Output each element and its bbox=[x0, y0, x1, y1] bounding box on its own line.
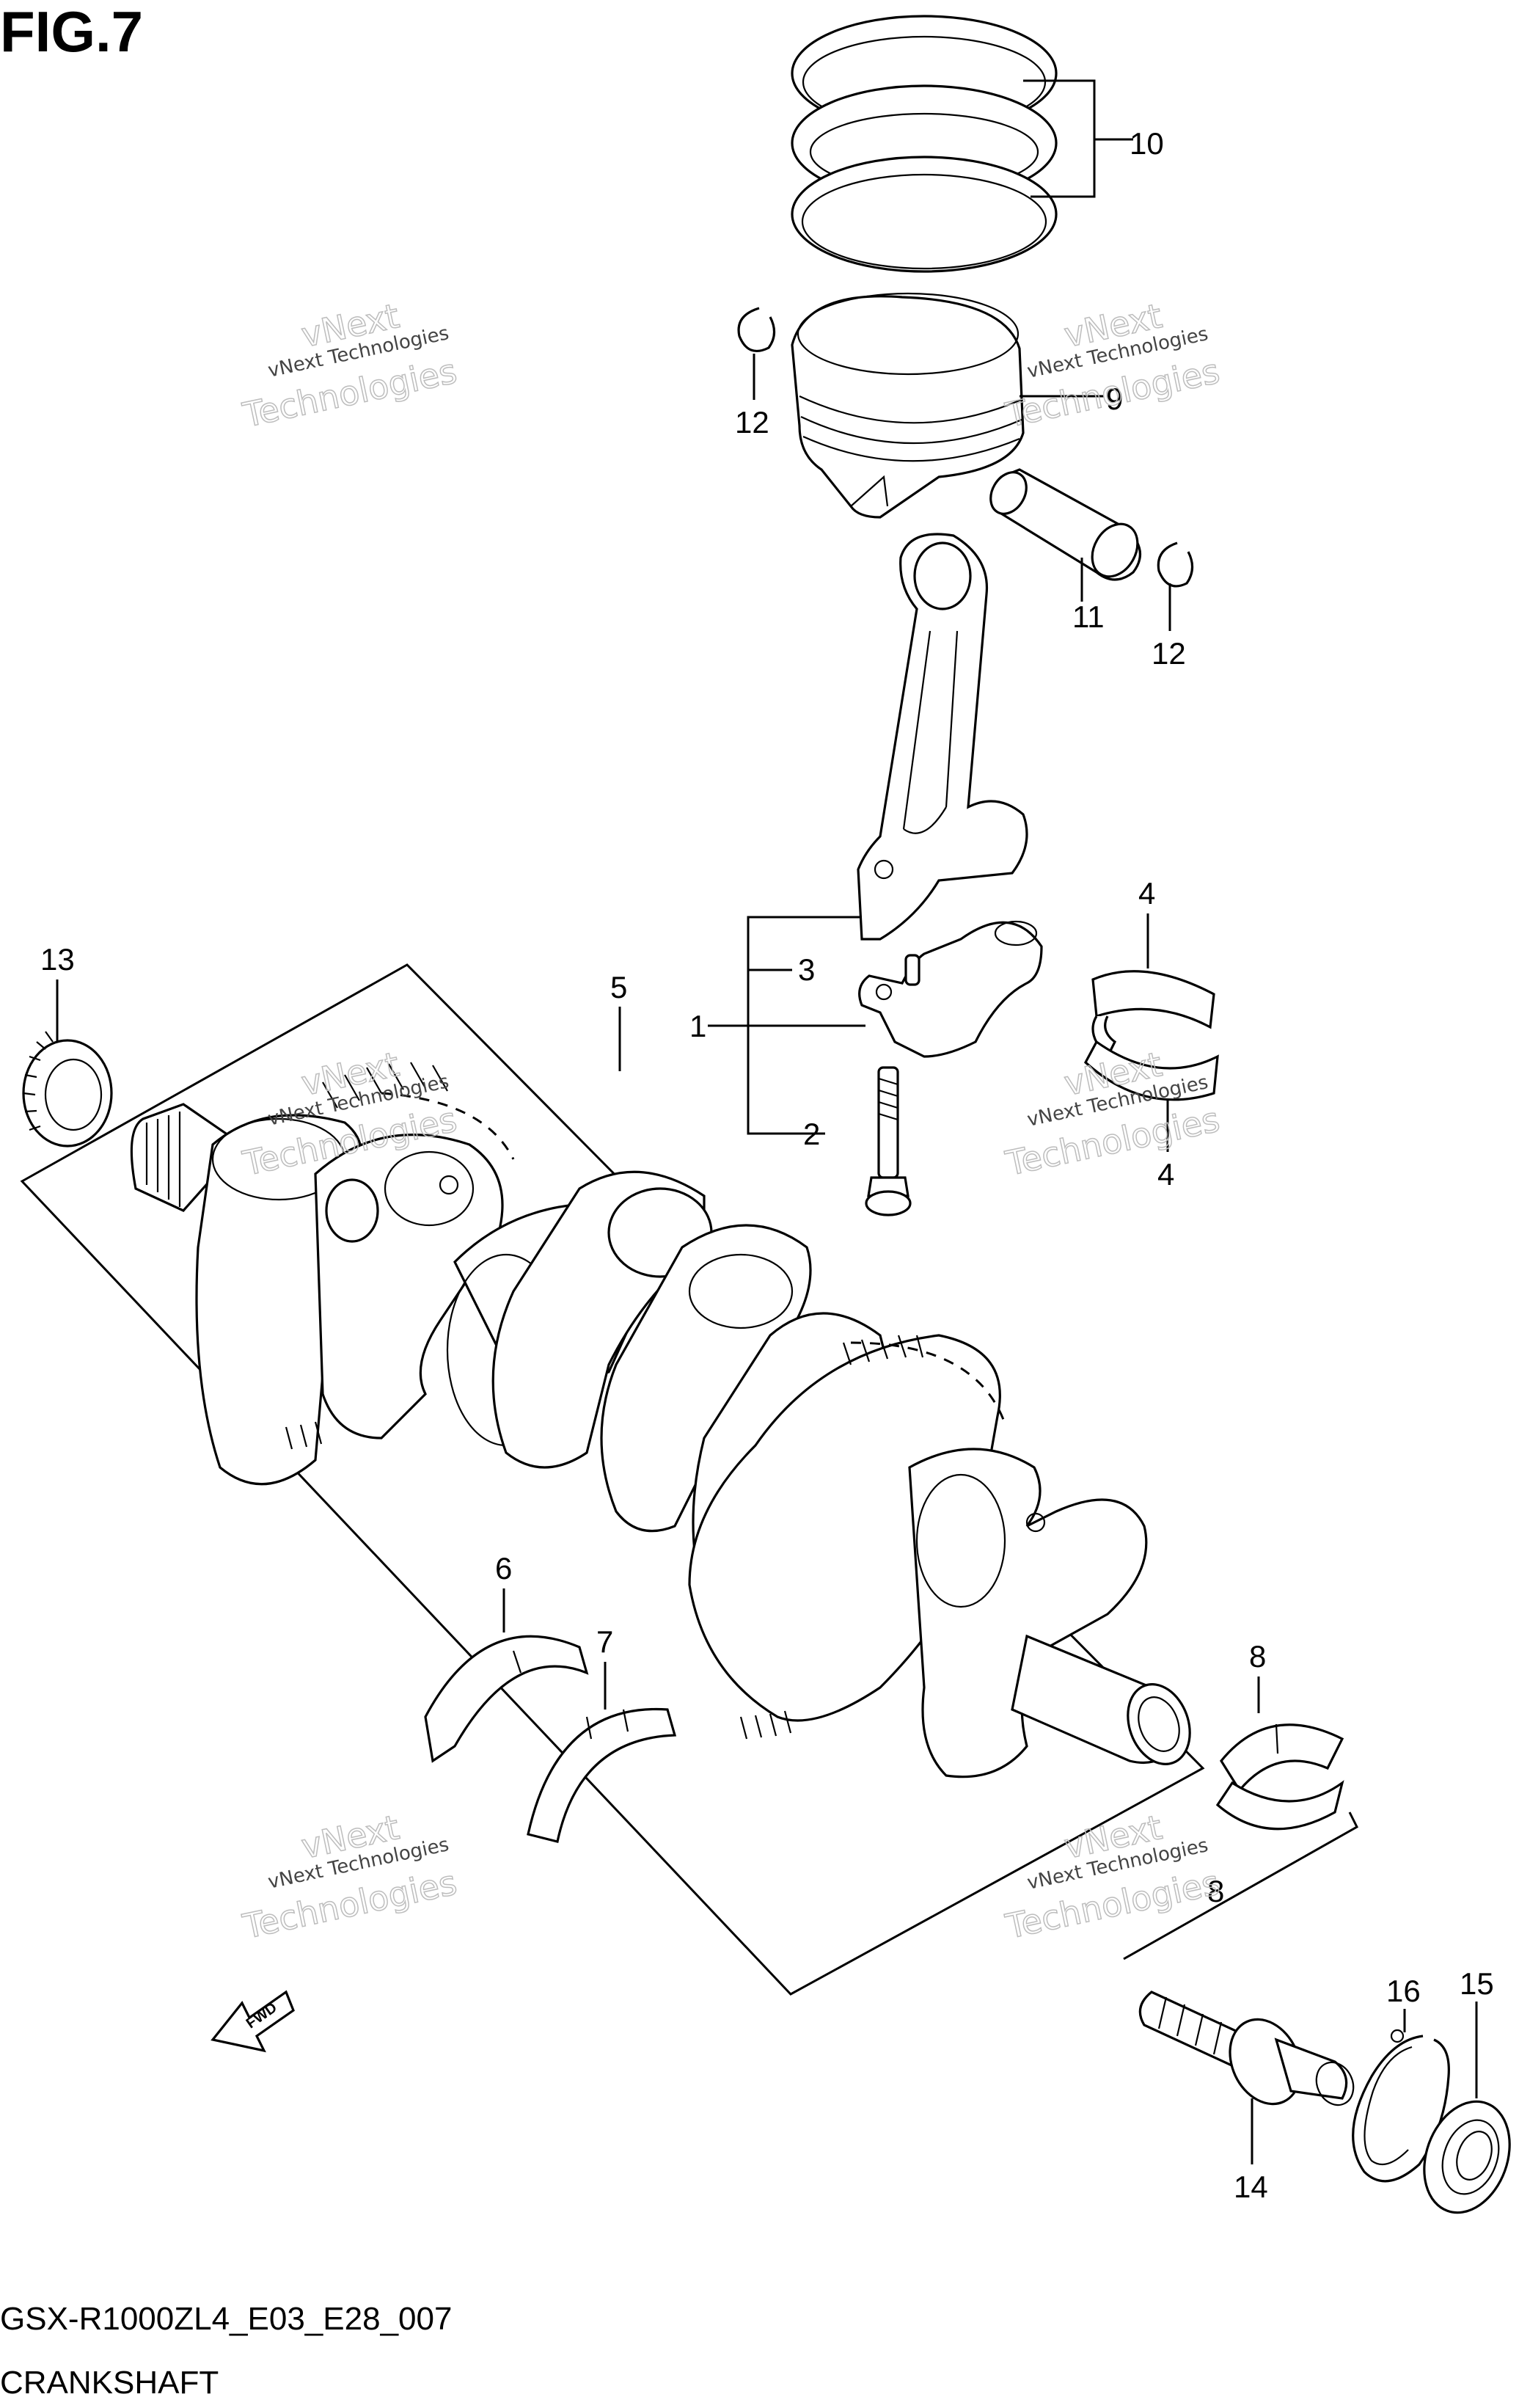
thrust-bearing-right bbox=[527, 1707, 677, 1843]
fwd-arrow: FWD bbox=[211, 1990, 295, 2053]
callout-8b: 8 bbox=[1207, 1874, 1224, 1908]
circlip-upper bbox=[737, 307, 776, 352]
conrod-bearing-lower bbox=[1083, 1040, 1219, 1101]
callout-8: 8 bbox=[1249, 1639, 1266, 1674]
main-bearing-box-edge bbox=[1123, 1812, 1358, 1960]
callout-9: 9 bbox=[1106, 382, 1123, 416]
callout-6: 6 bbox=[495, 1551, 512, 1586]
leader-group-1 bbox=[747, 916, 865, 1135]
figure-title: FIG.7 bbox=[0, 0, 143, 64]
piston-rings bbox=[791, 15, 1058, 273]
callout-5: 5 bbox=[610, 970, 627, 1004]
callout-11: 11 bbox=[1072, 599, 1105, 634]
callout-16: 16 bbox=[1386, 1974, 1421, 2008]
watermark-1: vNext Technologies vNext Technologies bbox=[238, 295, 461, 435]
callout-12b: 12 bbox=[1152, 636, 1186, 671]
callout-2: 2 bbox=[803, 1117, 820, 1151]
crankshaft bbox=[130, 1062, 1191, 1778]
callout-4a: 4 bbox=[1138, 876, 1155, 911]
watermark-2: vNext Technologies vNext Technologies bbox=[1001, 295, 1223, 435]
watermark-4: vNext Technologies vNext Technologies bbox=[1001, 1043, 1223, 1183]
callout-9-group: 9 bbox=[1106, 382, 1123, 416]
con-rod-bolt bbox=[865, 1066, 912, 1216]
connecting-rod-cap bbox=[858, 920, 1043, 1058]
crank-gear bbox=[22, 1031, 113, 1148]
circlip-lower bbox=[1157, 541, 1194, 588]
thrust-bearing-left bbox=[424, 1635, 589, 1763]
dowel-pin bbox=[904, 954, 920, 986]
footer-model: GSX-R1000ZL4_E03_E28_007 bbox=[0, 2301, 452, 2337]
callout-12a: 12 bbox=[735, 405, 769, 439]
callout-14: 14 bbox=[1234, 2170, 1268, 2204]
callout-3: 3 bbox=[798, 952, 815, 987]
callout-4b: 4 bbox=[1157, 1157, 1174, 1192]
callout-15: 15 bbox=[1460, 1966, 1494, 2001]
watermark-6: vNext Technologies vNext Technologies bbox=[1001, 1806, 1223, 1947]
main-bearing-upper bbox=[1220, 1723, 1344, 1792]
conrod-bearing-upper bbox=[1091, 970, 1215, 1059]
oil-seal bbox=[1423, 2100, 1511, 2214]
callout-13: 13 bbox=[40, 942, 75, 977]
footer-name: CRANKSHAFT bbox=[0, 2365, 219, 2401]
piston-pin bbox=[989, 468, 1141, 581]
leader-10 bbox=[1023, 79, 1133, 198]
main-bearing-lower bbox=[1215, 1780, 1344, 1831]
snap-ring bbox=[1352, 2029, 1450, 2183]
callout-10: 10 bbox=[1130, 126, 1164, 161]
connecting-rod bbox=[857, 533, 1028, 941]
callout-1: 1 bbox=[689, 1009, 706, 1043]
crankshaft-box bbox=[20, 963, 1205, 1996]
piston bbox=[791, 292, 1025, 519]
watermark-5: vNext Technologies vNext Technologies bbox=[238, 1806, 461, 1947]
callout-7: 7 bbox=[596, 1624, 613, 1659]
primary-gear-bolt bbox=[1138, 1991, 1355, 2106]
